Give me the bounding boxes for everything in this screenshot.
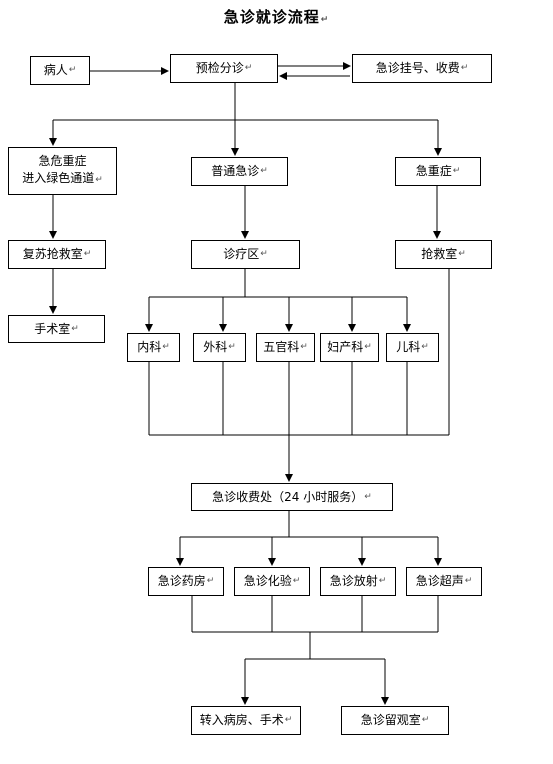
- node-registration: 急诊挂号、收费↵: [352, 54, 492, 83]
- node-triage: 预检分诊↵: [170, 54, 278, 83]
- node-lab: 急诊化验↵: [234, 567, 310, 596]
- node-transfer-ward-surgery: 转入病房、手术↵: [191, 706, 301, 735]
- node-obgyn: 妇产科↵: [320, 333, 379, 362]
- node-severe: 急重症↵: [395, 157, 481, 186]
- node-pharmacy: 急诊药房↵: [148, 567, 224, 596]
- node-resuscitation-room: 复苏抢救室↵: [8, 240, 106, 269]
- node-radiology: 急诊放射↵: [320, 567, 396, 596]
- node-surgery-room: 手术室↵: [8, 315, 105, 343]
- node-critical-line1: 急危重症: [38, 154, 87, 168]
- node-rescue-room: 抢救室↵: [395, 240, 492, 269]
- node-internal-medicine: 内科↵: [127, 333, 180, 362]
- node-cashier-24h: 急诊收费处（24 小时服务）↵: [191, 483, 393, 511]
- flowchart-title: 急诊就诊流程↵: [223, 8, 330, 26]
- node-critical-green-channel: 急危重症 进入绿色通道↵: [8, 147, 117, 195]
- node-clinic-area: 诊疗区↵: [191, 240, 300, 269]
- node-pediatrics: 儿科↵: [386, 333, 439, 362]
- node-patient: 病人↵: [30, 56, 90, 85]
- node-critical-line2: 进入绿色通道: [22, 171, 95, 185]
- node-observation-room: 急诊留观室↵: [341, 706, 449, 735]
- node-surgery-dept: 外科↵: [193, 333, 246, 362]
- node-general-emergency: 普通急诊↵: [191, 157, 288, 186]
- node-ultrasound: 急诊超声↵: [406, 567, 482, 596]
- node-ent: 五官科↵: [256, 333, 315, 362]
